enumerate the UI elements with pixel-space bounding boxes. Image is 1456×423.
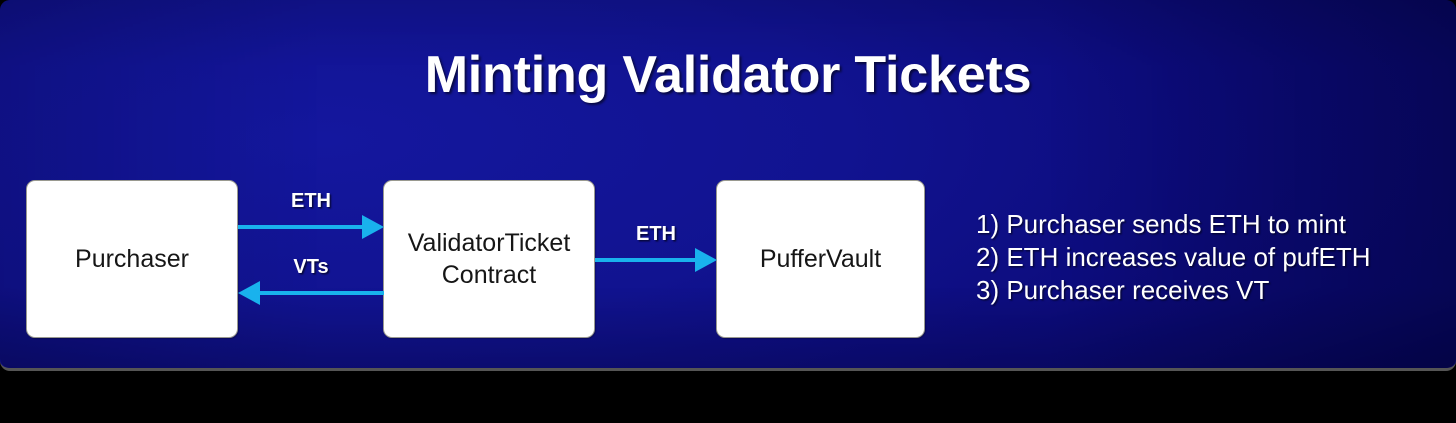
diagram-node-purchaser[interactable]: Purchaser — [26, 180, 238, 338]
diagram-node-validator-ticket-contract-label: ValidatorTicket Contract — [407, 229, 571, 289]
step-item-3: 3) Purchaser receives VT — [976, 275, 1270, 305]
steps-list: 1) Purchaser sends ETH to mint 2) ETH in… — [976, 208, 1446, 307]
page-title: Minting Validator Tickets — [424, 46, 1032, 104]
step-item-1: 1) Purchaser sends ETH to mint — [976, 209, 1346, 239]
diagram-node-validator-ticket-contract[interactable]: ValidatorTicket Contract — [383, 180, 595, 338]
arrow-right-icon-eth-purchaser-to-contract — [238, 215, 384, 239]
arrow-label-eth-contract-to-vault: ETH — [636, 223, 676, 245]
diagram-node-puffer-vault-label: PufferVault — [759, 245, 882, 273]
arrow-label-eth-purchaser-to-contract: ETH — [291, 190, 331, 212]
slide-panel: Minting Validator Tickets Purchaser Vali… — [0, 0, 1456, 371]
diagram-node-puffer-vault[interactable]: PufferVault — [716, 180, 925, 338]
arrow-right-icon-eth-contract-to-vault — [595, 248, 717, 272]
diagram-node-purchaser-label: Purchaser — [75, 245, 189, 273]
arrow-label-vts-contract-to-purchaser: VTs — [293, 256, 329, 278]
arrow-left-icon-vts-contract-to-purchaser — [238, 281, 384, 305]
step-item-2: 2) ETH increases value of pufETH — [976, 242, 1371, 272]
